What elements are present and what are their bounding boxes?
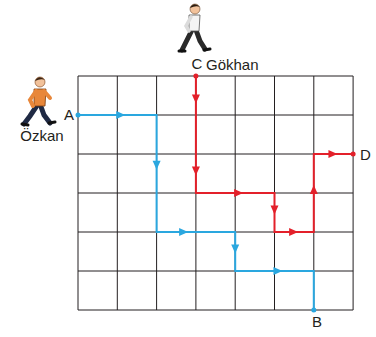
arrowhead (231, 245, 239, 254)
arrowhead (192, 94, 200, 103)
grid (78, 76, 353, 310)
point-dot (76, 113, 81, 118)
arrowhead (179, 228, 188, 236)
point-label: A (64, 106, 74, 123)
arrowhead (234, 189, 243, 197)
grid-line (78, 154, 353, 155)
point-dot (193, 74, 198, 79)
person-name: Gökhan (206, 56, 259, 73)
grid-line (78, 76, 353, 77)
arrowhead (192, 167, 200, 176)
arrowhead (310, 185, 318, 194)
walk-path (196, 76, 353, 232)
point-dot (311, 308, 316, 313)
walking-person (179, 4, 210, 51)
arrowhead (273, 267, 282, 275)
point-label: C (192, 55, 203, 72)
point-label: D (360, 146, 371, 163)
point-dot (351, 152, 356, 157)
arrowhead (289, 228, 298, 236)
person-name: Özkan (20, 127, 63, 144)
arrowhead (116, 111, 125, 119)
arrowhead (328, 150, 337, 158)
walking-person (22, 77, 55, 125)
arrowhead (271, 206, 279, 215)
arrowhead (153, 161, 161, 170)
point-label: B (312, 313, 322, 330)
